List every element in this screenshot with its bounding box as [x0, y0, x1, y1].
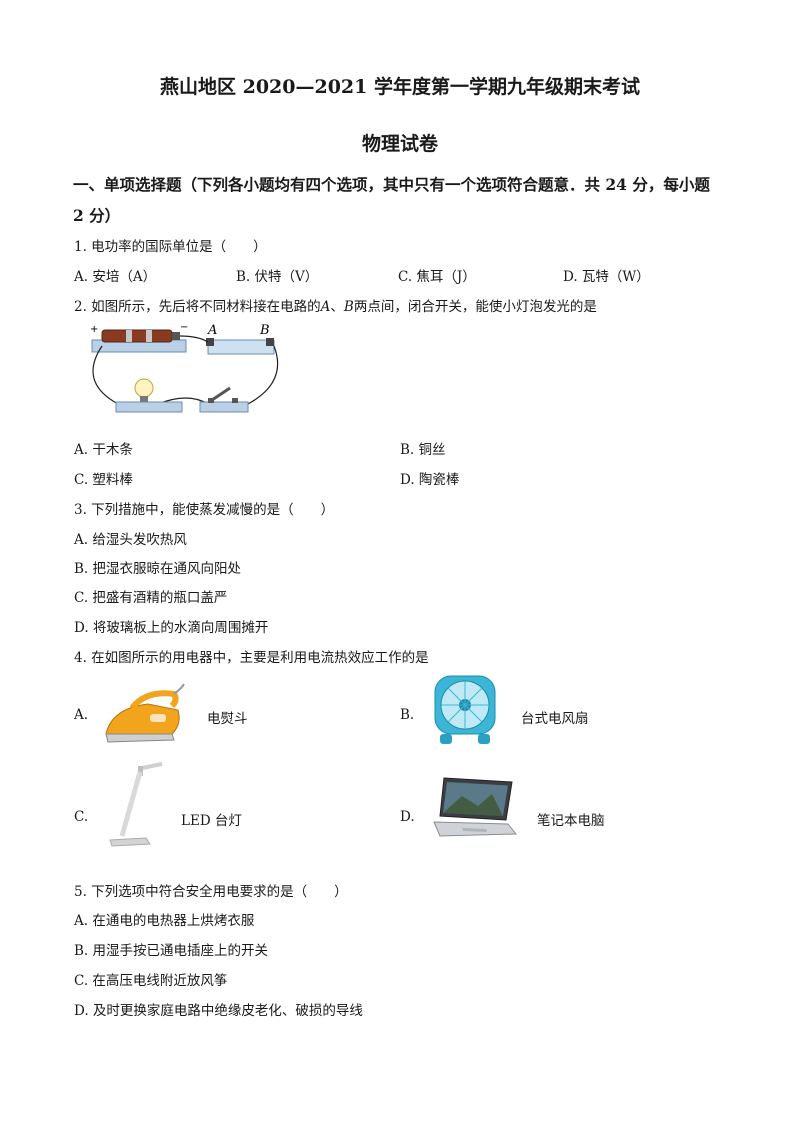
question-4-option-a-label[interactable]: 电熨斗	[207, 711, 248, 727]
figure-label-b: B	[259, 323, 270, 338]
battery-plus-label: +	[90, 324, 98, 335]
battery-cell-band	[146, 330, 152, 342]
question-5-option-a[interactable]: A. 在通电的电热器上烘烤衣服	[74, 913, 255, 929]
exam-subtitle: 物理试卷	[361, 133, 438, 155]
figure-label-a: A	[207, 323, 217, 338]
circuit-diagram: + − A B	[90, 322, 279, 413]
switch-board	[199, 401, 249, 413]
question-1-option-b[interactable]: B. 伏特（V）	[236, 269, 319, 285]
question-4-option-d-letter[interactable]: D.	[400, 809, 415, 825]
wire	[247, 345, 279, 405]
battery-cell-band	[126, 330, 132, 342]
question-2-option-b[interactable]: B. 铜丝	[400, 442, 446, 458]
separator: 、	[330, 299, 344, 315]
question-1-option-a[interactable]: A. 安培（A）	[74, 269, 157, 285]
battery-clip	[172, 332, 180, 340]
question-3-stem: 3. 下列措施中，能使蒸发减慢的是（ ）	[74, 502, 335, 518]
section-heading: 一、单项选择题（下列各小题均有四个选项，其中只有一个选项符合题意．共 24 分，…	[73, 175, 710, 194]
question-4-option-d-label[interactable]: 笔记本电脑	[537, 813, 605, 829]
question-2-option-d[interactable]: D. 陶瓷棒	[400, 472, 460, 488]
exam-title: 燕山地区 2020—2021 学年度第一学期九年级期末考试	[160, 76, 640, 98]
question-3-option-d[interactable]: D. 将玻璃板上的水滴向周围摊开	[74, 620, 269, 636]
question-5-option-d[interactable]: D. 及时更换家庭电路中绝缘皮老化、破损的导线	[74, 1003, 363, 1019]
test-board	[207, 339, 275, 355]
bulb-board	[115, 401, 183, 413]
laptop-icon	[433, 777, 518, 837]
section-heading-cont: 2 分）	[73, 206, 121, 225]
question-1-stem: 1. 电功率的国际单位是（ ）	[74, 239, 267, 255]
clip-a	[206, 338, 214, 346]
question-2-stem-pre: 2. 如图所示，先后将不同材料接在电路的	[74, 299, 321, 315]
desk-fan-icon	[434, 675, 496, 744]
wire	[92, 345, 119, 405]
question-4-stem: 4. 在如图所示的用电器中，主要是利用电流热效应工作的是	[74, 650, 429, 666]
question-3-option-a[interactable]: A. 给湿头发吹热风	[74, 532, 187, 548]
point-b-label: B	[343, 299, 354, 315]
question-4-option-c-label[interactable]: LED 台灯	[181, 813, 242, 829]
question-4-option-b-letter[interactable]: B.	[400, 707, 415, 723]
question-2-stem-post: 两点间，闭合开关，能使小灯泡发光的是	[353, 299, 597, 315]
switch-lever	[211, 386, 231, 402]
question-4-option-a-letter[interactable]: A.	[74, 707, 89, 723]
question-3-option-c[interactable]: C. 把盛有酒精的瓶口盖严	[74, 590, 228, 606]
question-5-option-b[interactable]: B. 用湿手按已通电插座上的开关	[74, 943, 269, 959]
question-3-option-b[interactable]: B. 把湿衣服晾在通风向阳处	[74, 561, 242, 577]
light-bulb-icon	[134, 378, 154, 398]
clip-b	[266, 338, 274, 346]
question-1-option-d[interactable]: D. 瓦特（W）	[563, 269, 650, 285]
battery-pack	[101, 329, 173, 343]
led-desk-lamp-icon	[106, 762, 164, 848]
bulb-base	[140, 396, 148, 402]
point-a-label: A	[320, 299, 331, 315]
question-5-option-c[interactable]: C. 在高压电线附近放风筝	[74, 973, 228, 989]
question-2-option-a[interactable]: A. 干木条	[74, 442, 133, 458]
electric-iron-icon	[105, 683, 185, 743]
question-2-stem: 2. 如图所示，先后将不同材料接在电路的A、B两点间，闭合开关，能使小灯泡发光的…	[74, 295, 597, 315]
question-4-option-b-label[interactable]: 台式电风扇	[521, 711, 589, 727]
question-5-stem: 5. 下列选项中符合安全用电要求的是（ ）	[74, 884, 348, 900]
switch-post	[232, 398, 238, 403]
switch-post	[208, 398, 214, 403]
question-4-option-c-letter[interactable]: C.	[74, 809, 89, 825]
question-1-option-c[interactable]: C. 焦耳（J）	[398, 269, 476, 285]
battery-minus-label: −	[180, 322, 188, 333]
wire	[179, 335, 209, 343]
question-2-option-c[interactable]: C. 塑料棒	[74, 472, 133, 488]
